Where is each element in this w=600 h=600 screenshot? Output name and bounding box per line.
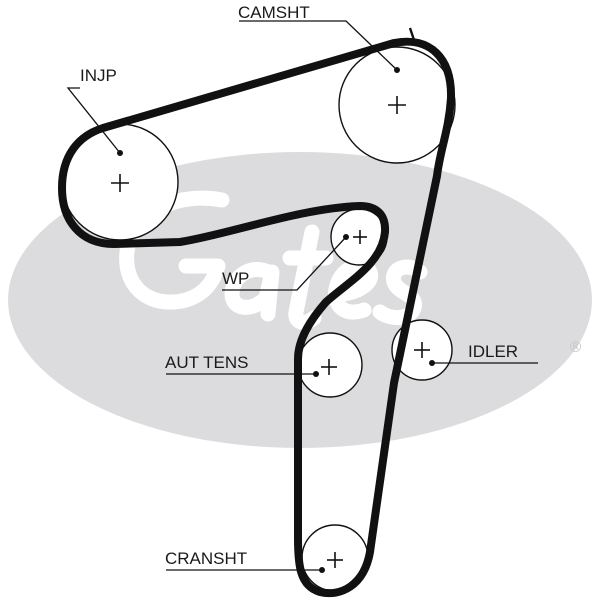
idler-label: IDLER (468, 342, 518, 361)
aut-tens-label: AUT TENS (165, 353, 248, 372)
wp-label: WP (222, 269, 249, 288)
registered-mark: ® (568, 338, 583, 356)
camsht-leader-line (239, 20, 398, 71)
camsht-label: CAMSHT (238, 3, 310, 22)
injp-leader-line (66, 87, 121, 154)
aut-tens-pulley (297, 332, 363, 398)
camsht-pulley (338, 46, 456, 164)
timing-mark (408, 27, 416, 41)
cransht-label: CRANSHT (165, 549, 247, 568)
timing-belt (58, 37, 456, 598)
injp-label: INJP (80, 66, 117, 85)
wp-leader-line (222, 236, 347, 291)
